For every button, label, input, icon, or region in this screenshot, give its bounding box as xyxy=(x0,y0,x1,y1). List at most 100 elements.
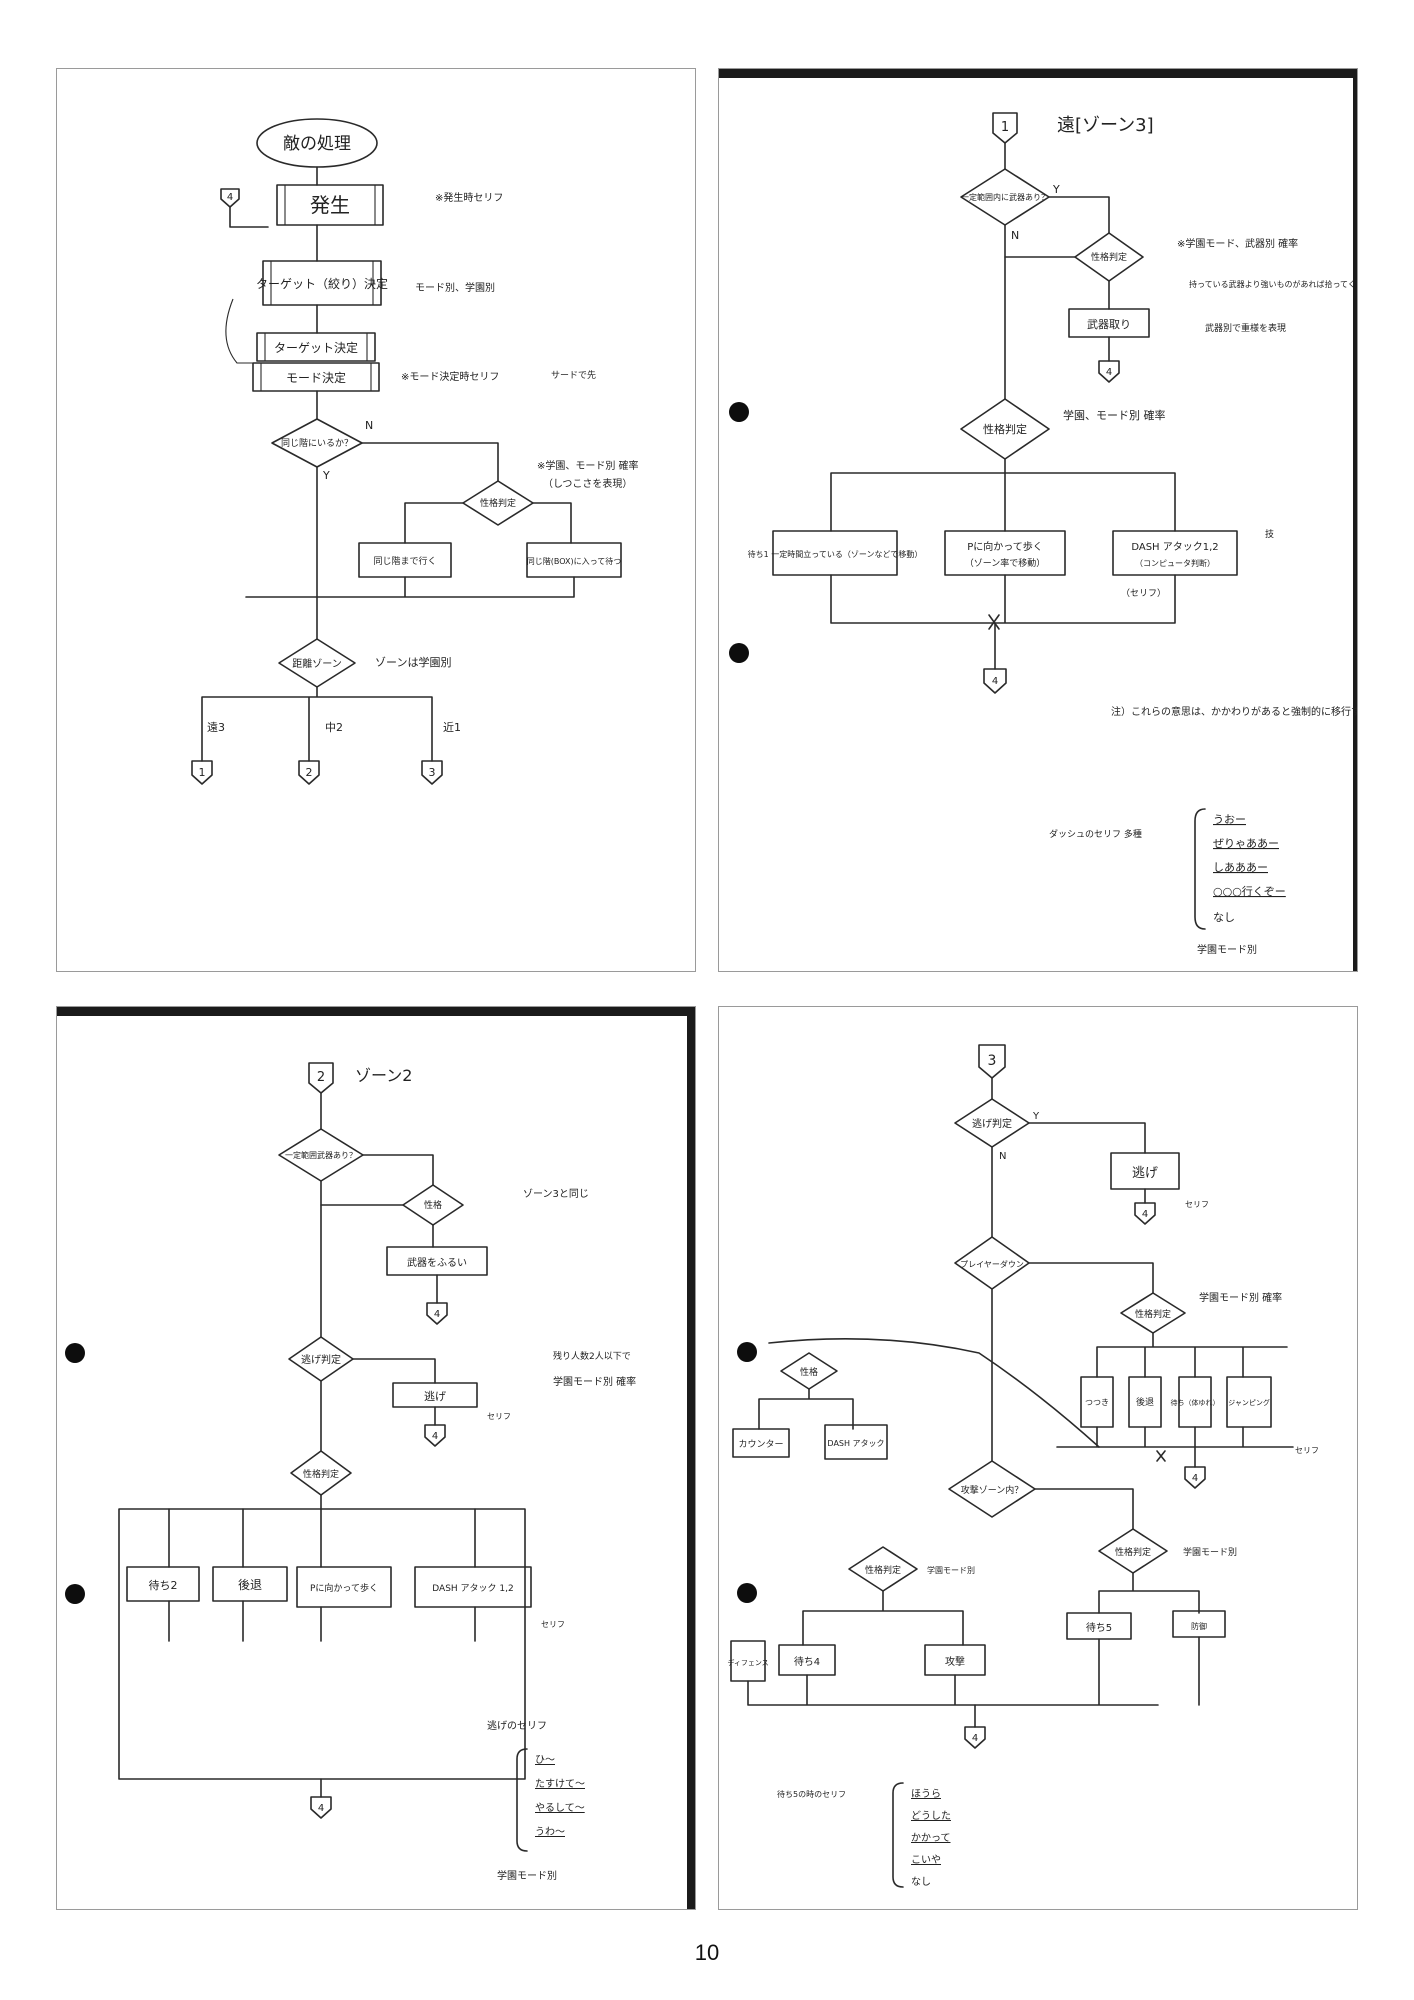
dash-lines-footer: 学園モード別 xyxy=(1197,943,1257,956)
connector-4-icon xyxy=(1134,1202,1156,1225)
dash-attack-box xyxy=(414,1566,532,1608)
sheet3-title: ゾーン2 xyxy=(355,1066,412,1085)
brace xyxy=(1194,808,1206,930)
svg-text:N: N xyxy=(365,419,373,432)
personality-note2: （しつこさを表現） xyxy=(543,477,632,490)
distance-note: ゾーンは学園別 xyxy=(375,655,451,669)
counter-box xyxy=(732,1428,790,1458)
taunt-line-item: かかって xyxy=(911,1832,951,1844)
walk-to-p-box xyxy=(296,1566,392,1608)
flowchart-enemy-processing: 敵の処理 4 発生 ※発生時セリフ ターゲット（絞り）決定 モード別、学園別 タ… xyxy=(191,118,639,785)
escape-line-item: たすけて〜 xyxy=(535,1778,585,1790)
target-decide-label: ターゲット（絞り）決定 xyxy=(256,276,388,291)
connector-4-icon xyxy=(220,188,240,208)
taunt-line-item: ほうら xyxy=(911,1788,941,1800)
wait4-label: 待ち4 xyxy=(794,1655,820,1668)
mode-note: ※モード決定時セリフ xyxy=(401,370,499,383)
sheet2-note: 注）これらの意思は、かかわりがあると強制的に移行する。 xyxy=(1111,705,1358,718)
target-decide-box xyxy=(262,260,382,306)
retreat-box xyxy=(212,1566,288,1602)
svg-text:Y: Y xyxy=(322,469,330,482)
taunt-lines-list: ほうら どうした かかって こいや なし xyxy=(911,1788,951,1888)
start-label: 敵の処理 xyxy=(283,134,351,154)
svg-text:4: 4 xyxy=(1192,1473,1198,1484)
escape-label: 逃げ判定 xyxy=(301,1353,341,1366)
personality2-label: 性格判定 xyxy=(983,422,1027,436)
dash-line-item: ぜりゃああー xyxy=(1213,837,1279,850)
dash-attack-label: DASH アタック1,2 xyxy=(1131,541,1218,553)
spawn-label: 発生 xyxy=(310,193,350,217)
binder-hole xyxy=(729,402,749,422)
connector-4-icon xyxy=(964,1726,986,1749)
retreat-label: 後退 xyxy=(238,1578,262,1592)
sheet-zone3-far: 1 遠[ゾーン3] 一定範囲内に武器あり？ Y N 性格判定 武器取り 4 ※学… xyxy=(718,68,1358,972)
distance-zone-label: 距離ゾーン xyxy=(292,657,342,670)
take-weapon-label: 武器取り xyxy=(1087,318,1131,331)
walk-note: （ゾーン率で移動） xyxy=(965,557,1046,569)
svg-text:4: 4 xyxy=(227,192,233,203)
personality-note: ※学園、モード別 確率 xyxy=(537,459,639,472)
target-confirm-label: ターゲット決定 xyxy=(274,340,358,355)
svg-text:1: 1 xyxy=(1001,120,1009,135)
connector-4-icon xyxy=(1184,1466,1206,1489)
dash-line-item: なし xyxy=(1213,911,1235,924)
binder-hole xyxy=(65,1584,85,1604)
range-weapon-label: 一定範囲武器あり？ xyxy=(285,1150,357,1160)
defense-label: ディフェンス xyxy=(727,1658,768,1667)
personality3-label: 性格判定 xyxy=(1115,1546,1151,1558)
personality2-label: 性格 xyxy=(800,1366,818,1378)
dash-line-item: うおー xyxy=(1213,813,1246,826)
scan-edge xyxy=(719,69,1357,78)
weapon-note3: 武器別で重様を表現 xyxy=(1205,322,1286,334)
escape-line-item: ひ〜 xyxy=(535,1755,555,1766)
connector-4-icon xyxy=(310,1796,332,1819)
svg-text:2: 2 xyxy=(306,766,313,779)
svg-text:4: 4 xyxy=(432,1431,438,1442)
svg-text:2: 2 xyxy=(317,1070,325,1085)
svg-text:N: N xyxy=(1011,229,1019,242)
taunt-line-item: どうした xyxy=(911,1810,951,1822)
zone-note: ゾーン3と同じ xyxy=(523,1188,589,1200)
taunt-label: 待ち5の時のセリフ xyxy=(777,1789,846,1799)
escape-serif: セリフ xyxy=(1185,1200,1209,1209)
connector-2-icon xyxy=(308,1062,334,1094)
binder-hole xyxy=(737,1583,757,1603)
dash-sub-label: （コンピュータ判断） xyxy=(1135,558,1215,568)
jumping-label: ジャンピング xyxy=(1228,1398,1270,1407)
retreat-label: 後退 xyxy=(1136,1396,1154,1408)
spawn-box xyxy=(276,184,384,226)
dash-attack-label: DASH アタック 1,2 xyxy=(432,1583,513,1594)
weapon-note1: ※学園モード、武器別 確率 xyxy=(1177,237,1298,250)
mode-note: 学園モード別 xyxy=(1183,1546,1237,1558)
svg-text:3: 3 xyxy=(429,766,436,779)
svg-text:4: 4 xyxy=(972,1733,978,1744)
wait1-label: 待ち1 一定時間立っている（ゾーンなどで移動） xyxy=(748,549,923,559)
escape-note: 残り人数2人以下で xyxy=(553,1350,631,1362)
weapon-note2: 持っている武器より強いものがあれば拾ってくる。 xyxy=(1189,279,1358,289)
connector-4-icon xyxy=(1098,360,1120,383)
taunt-line-item: こいや xyxy=(911,1854,941,1866)
connector-2-icon xyxy=(298,760,320,785)
personality-label: 性格判定 xyxy=(1091,251,1127,263)
connector-1-icon xyxy=(191,760,213,785)
target-confirm-box xyxy=(256,332,376,362)
sheet-enemy-processing: 敵の処理 4 発生 ※発生時セリフ ターゲット（絞り）決定 モード別、学園別 タ… xyxy=(56,68,696,972)
connector-4-icon xyxy=(983,668,1007,694)
dash-line-item: しあああー xyxy=(1213,861,1268,874)
escape-lines-label: 逃げのセリフ xyxy=(487,1719,547,1732)
far-label: 遠3 xyxy=(207,721,225,734)
wait2-label: 待ち2 xyxy=(149,1578,178,1592)
dash-lines-label: ダッシュのセリフ 多種 xyxy=(1049,828,1142,840)
svg-text:4: 4 xyxy=(1142,1209,1148,1220)
personality4-label: 性格判定 xyxy=(865,1564,901,1576)
escape-note2: 学園モード別 確率 xyxy=(553,1375,636,1388)
personality2-note: 学園、モード別 確率 xyxy=(1063,408,1166,422)
sheet-zone2-mid: 2 ゾーン2 一定範囲武器あり？ 性格 ゾーン3と同じ 武器をふるい 4 逃げ判… xyxy=(56,1006,696,1910)
brace xyxy=(516,1748,528,1852)
jumping-box xyxy=(1226,1376,1272,1428)
dash-attack-label: DASH アタック xyxy=(827,1439,884,1448)
mode-decide-label: モード決定 xyxy=(286,370,346,385)
serif-label: セリフ xyxy=(1295,1446,1319,1455)
sheet-zone1-near: 3 逃げ判定 Y N 逃げ セリフ 4 プレイヤーダウン 性格判定 学園モード別… xyxy=(718,1006,1358,1910)
escape-serif: セリフ xyxy=(487,1412,511,1421)
